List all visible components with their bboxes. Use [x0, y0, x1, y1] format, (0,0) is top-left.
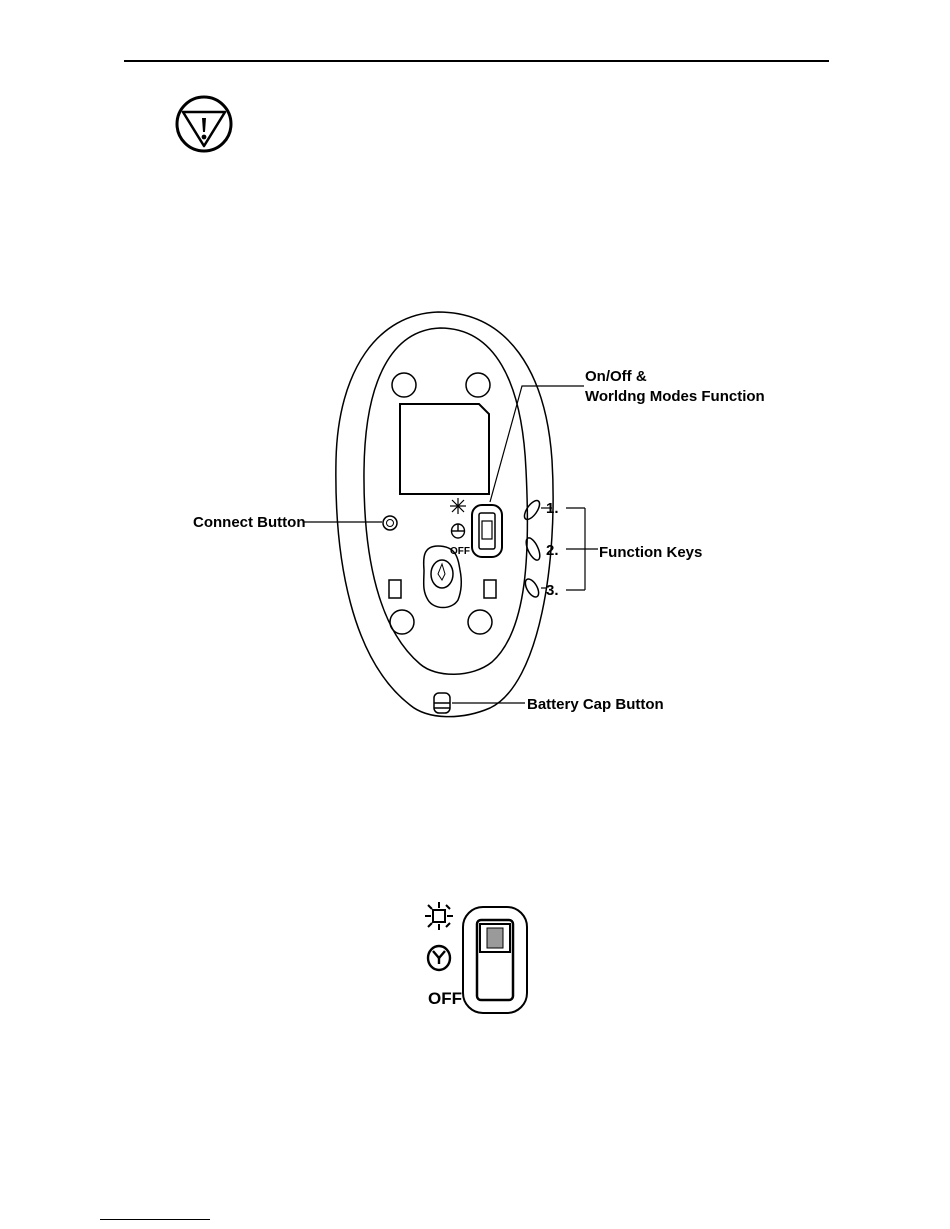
function-key-1[interactable] — [522, 498, 543, 522]
function-keys[interactable] — [522, 498, 543, 599]
mouse-mode-icon — [428, 946, 450, 970]
light-mode-icon-small — [450, 498, 466, 514]
mouse-body — [336, 312, 553, 717]
switch-off-label: OFF — [428, 989, 462, 1008]
key-number-1: 1. — [546, 500, 559, 517]
light-mode-icon — [425, 902, 453, 930]
switch-housing — [463, 907, 527, 1013]
switch-slider-grip — [487, 928, 503, 948]
footer-rule — [100, 1219, 210, 1220]
key-number-3: 3. — [546, 582, 559, 599]
battery-cap-label: Battery Cap Button — [527, 696, 664, 713]
optical-sensor — [424, 546, 462, 608]
key-number-2: 2. — [546, 542, 559, 559]
mouse-mode-icon-small — [452, 524, 465, 538]
connect-button[interactable] — [383, 516, 397, 530]
connect-button-label: Connect Button — [193, 514, 305, 531]
battery-cap-button[interactable] — [434, 693, 450, 713]
side-pads — [389, 580, 496, 598]
onoff-label-line2: Worldng Modes Function — [585, 388, 765, 405]
power-switch[interactable] — [472, 505, 502, 557]
onoff-label-line1: On/Off & — [585, 368, 647, 385]
function-keys-label: Function Keys — [599, 544, 702, 561]
mouse-feet — [390, 373, 492, 634]
switch-detail: OFF — [425, 902, 527, 1013]
battery-cover — [400, 404, 489, 494]
function-key-3[interactable] — [523, 577, 542, 599]
